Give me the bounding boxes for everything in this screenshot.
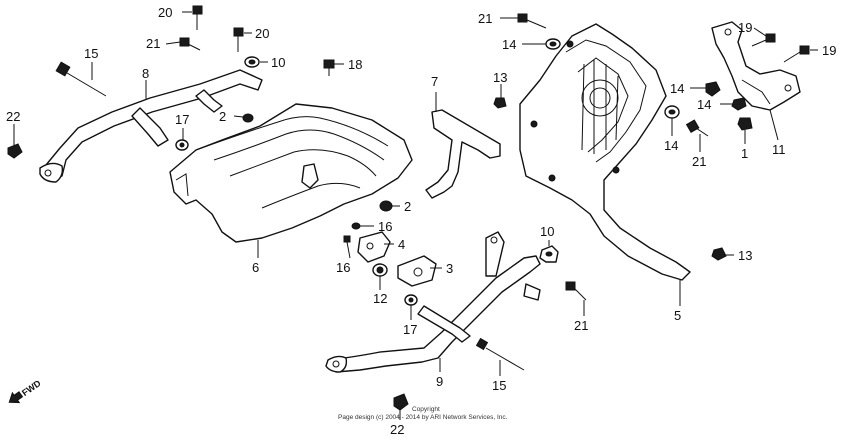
copyright-notice: Copyright Page design (c) 2004 - 2014 by… (338, 406, 508, 421)
callout-21-c: 21 (692, 154, 706, 169)
callout-21-a: 21 (146, 36, 160, 51)
part-16-bolt-a (351, 222, 361, 230)
part-22-clip-lower (393, 393, 409, 411)
part-14-washer-b (731, 97, 747, 111)
part-2-nut-upper (242, 113, 254, 123)
callout-2-b: 2 (404, 199, 411, 214)
callout-22-b: 22 (390, 422, 404, 437)
part-14-washer-a (705, 81, 721, 97)
part-18-bolt (323, 59, 335, 76)
part-16-bolt-b (343, 235, 351, 259)
part-20-bolt-second (233, 27, 244, 52)
callout-9: 9 (436, 374, 443, 389)
callout-19-a: 19 (738, 20, 752, 35)
callout-12: 12 (373, 291, 387, 306)
part-19-bolt-a (751, 33, 776, 47)
callout-14-a: 14 (502, 37, 516, 52)
callout-14-d: 14 (664, 138, 678, 153)
part-17-nut-upper (175, 139, 189, 151)
part-20-bolt-top (192, 5, 203, 30)
part-6-engine-cover (169, 103, 413, 243)
callout-20-b: 20 (255, 26, 269, 41)
part-11-mount-bracket (711, 21, 801, 111)
callout-10-a: 10 (271, 55, 285, 70)
part-21-bolt-lower (565, 281, 587, 301)
callout-22-a: 22 (6, 109, 20, 124)
part-14-washer-c (664, 105, 680, 119)
callout-13-b: 13 (738, 248, 752, 263)
part-7-stay (425, 92, 501, 199)
callout-1: 1 (741, 146, 748, 161)
callout-10-b: 10 (540, 224, 554, 239)
callout-19-b: 19 (822, 43, 836, 58)
part-2-nut-lower (379, 200, 393, 212)
part-1-nut (737, 117, 753, 131)
part-14-washer-shroud (545, 38, 561, 50)
callout-15-b: 15 (492, 378, 506, 393)
part-19-bolt-b (783, 45, 810, 63)
callout-2-a: 2 (219, 109, 226, 124)
part-4-clamp (357, 231, 391, 263)
callout-21-d: 21 (574, 318, 588, 333)
copyright-line-1: Copyright (412, 406, 440, 413)
callout-4: 4 (398, 237, 405, 252)
callout-15-a: 15 (84, 46, 98, 61)
part-15-bolt-upper (55, 61, 107, 97)
leader-lines (13, 11, 818, 420)
callout-17-a: 17 (175, 112, 189, 127)
callout-16-b: 16 (336, 260, 350, 275)
part-5-shroud (519, 23, 691, 281)
part-17-nut-lower (404, 294, 418, 306)
part-13-nut-lower (711, 247, 727, 261)
part-13-nut-upper (493, 97, 507, 109)
callout-20-a: 20 (158, 5, 172, 20)
forward-direction-indicator: FWD (8, 378, 43, 404)
callout-11: 11 (772, 142, 786, 157)
part-15-bolt-lower (475, 337, 525, 371)
callout-3: 3 (446, 261, 453, 276)
part-10-nut-upper (244, 56, 260, 68)
forward-arrow-icon (8, 391, 24, 404)
callout-16-a: 16 (378, 219, 392, 234)
callout-18: 18 (348, 57, 362, 72)
fwd-label: FWD (20, 378, 43, 398)
part-8-frame-bracket (39, 69, 263, 183)
part-12-collar (372, 263, 388, 277)
callout-17-b: 17 (403, 322, 417, 337)
callout-14-b: 14 (670, 81, 684, 96)
callout-8: 8 (142, 66, 149, 81)
part-3-clamp (397, 255, 437, 287)
part-21-bolt-shroud (517, 13, 547, 29)
callout-5: 5 (674, 308, 681, 323)
callout-6: 6 (252, 260, 259, 275)
part-9-lower-frame (325, 231, 541, 373)
part-21-bolt-upper-left (179, 37, 201, 51)
callout-21-b: 21 (478, 11, 492, 26)
callout-13-a: 13 (493, 70, 507, 85)
callout-7: 7 (431, 74, 438, 89)
part-21-bolt-bracket (685, 119, 709, 137)
callout-labels: 20 20 21 15 8 10 18 22 2 17 7 13 21 14 1… (6, 5, 836, 437)
copyright-line-2: Page design (c) 2004 - 2014 by ARI Netwo… (338, 414, 508, 421)
callout-14-c: 14 (697, 97, 711, 112)
part-10-nut-lower (539, 245, 559, 263)
part-22-clip-left (7, 143, 23, 159)
